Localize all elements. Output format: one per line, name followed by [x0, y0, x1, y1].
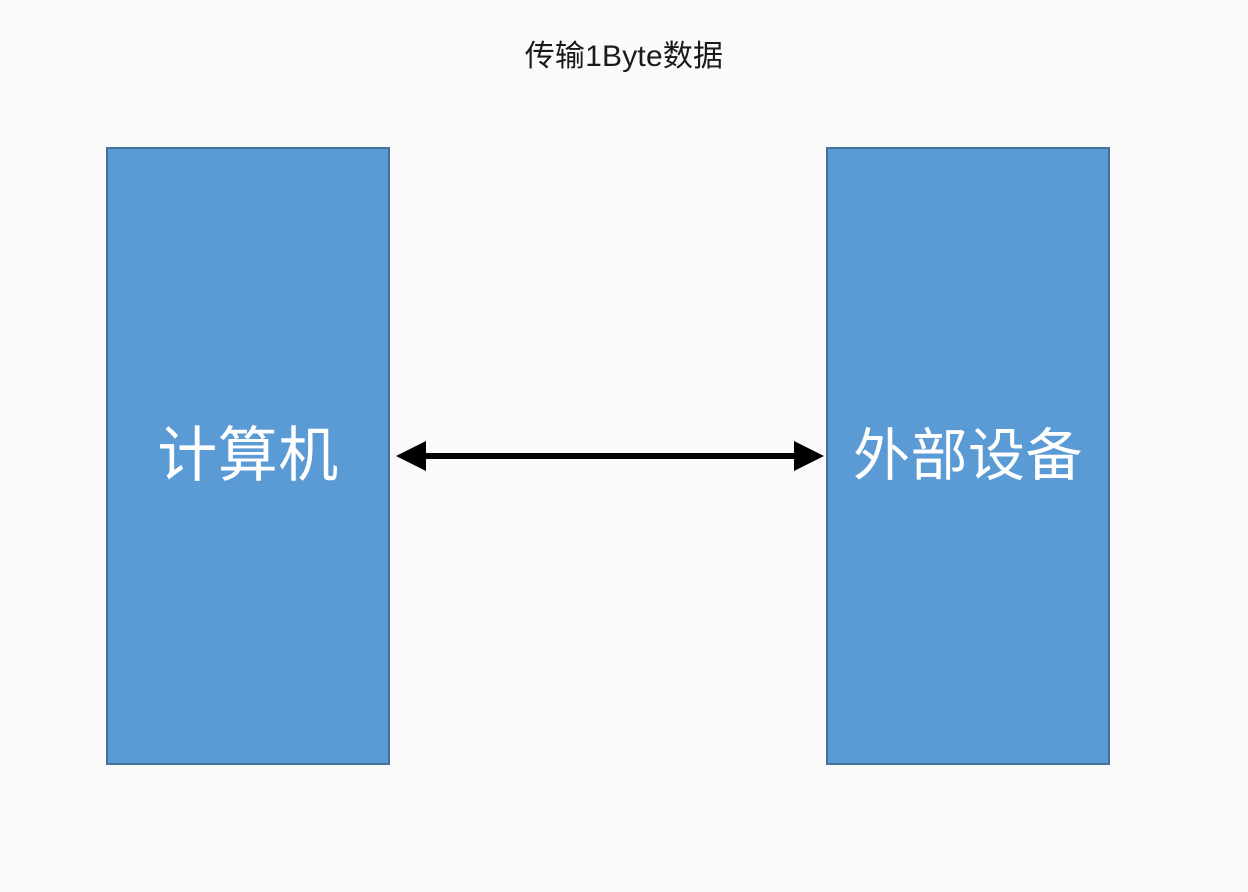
node-external-device[interactable]: 外部设备	[826, 147, 1110, 765]
node-external-device-label: 外部设备	[853, 423, 1083, 488]
node-computer-label: 计算机	[157, 422, 339, 489]
double-arrow-icon	[396, 441, 824, 471]
page-title: 传输1Byte数据	[524, 40, 724, 73]
connector-data-link[interactable]	[390, 426, 830, 486]
node-computer[interactable]: 计算机	[106, 147, 390, 765]
arrowhead-left-icon	[396, 441, 426, 471]
arrowhead-right-icon	[794, 441, 824, 471]
